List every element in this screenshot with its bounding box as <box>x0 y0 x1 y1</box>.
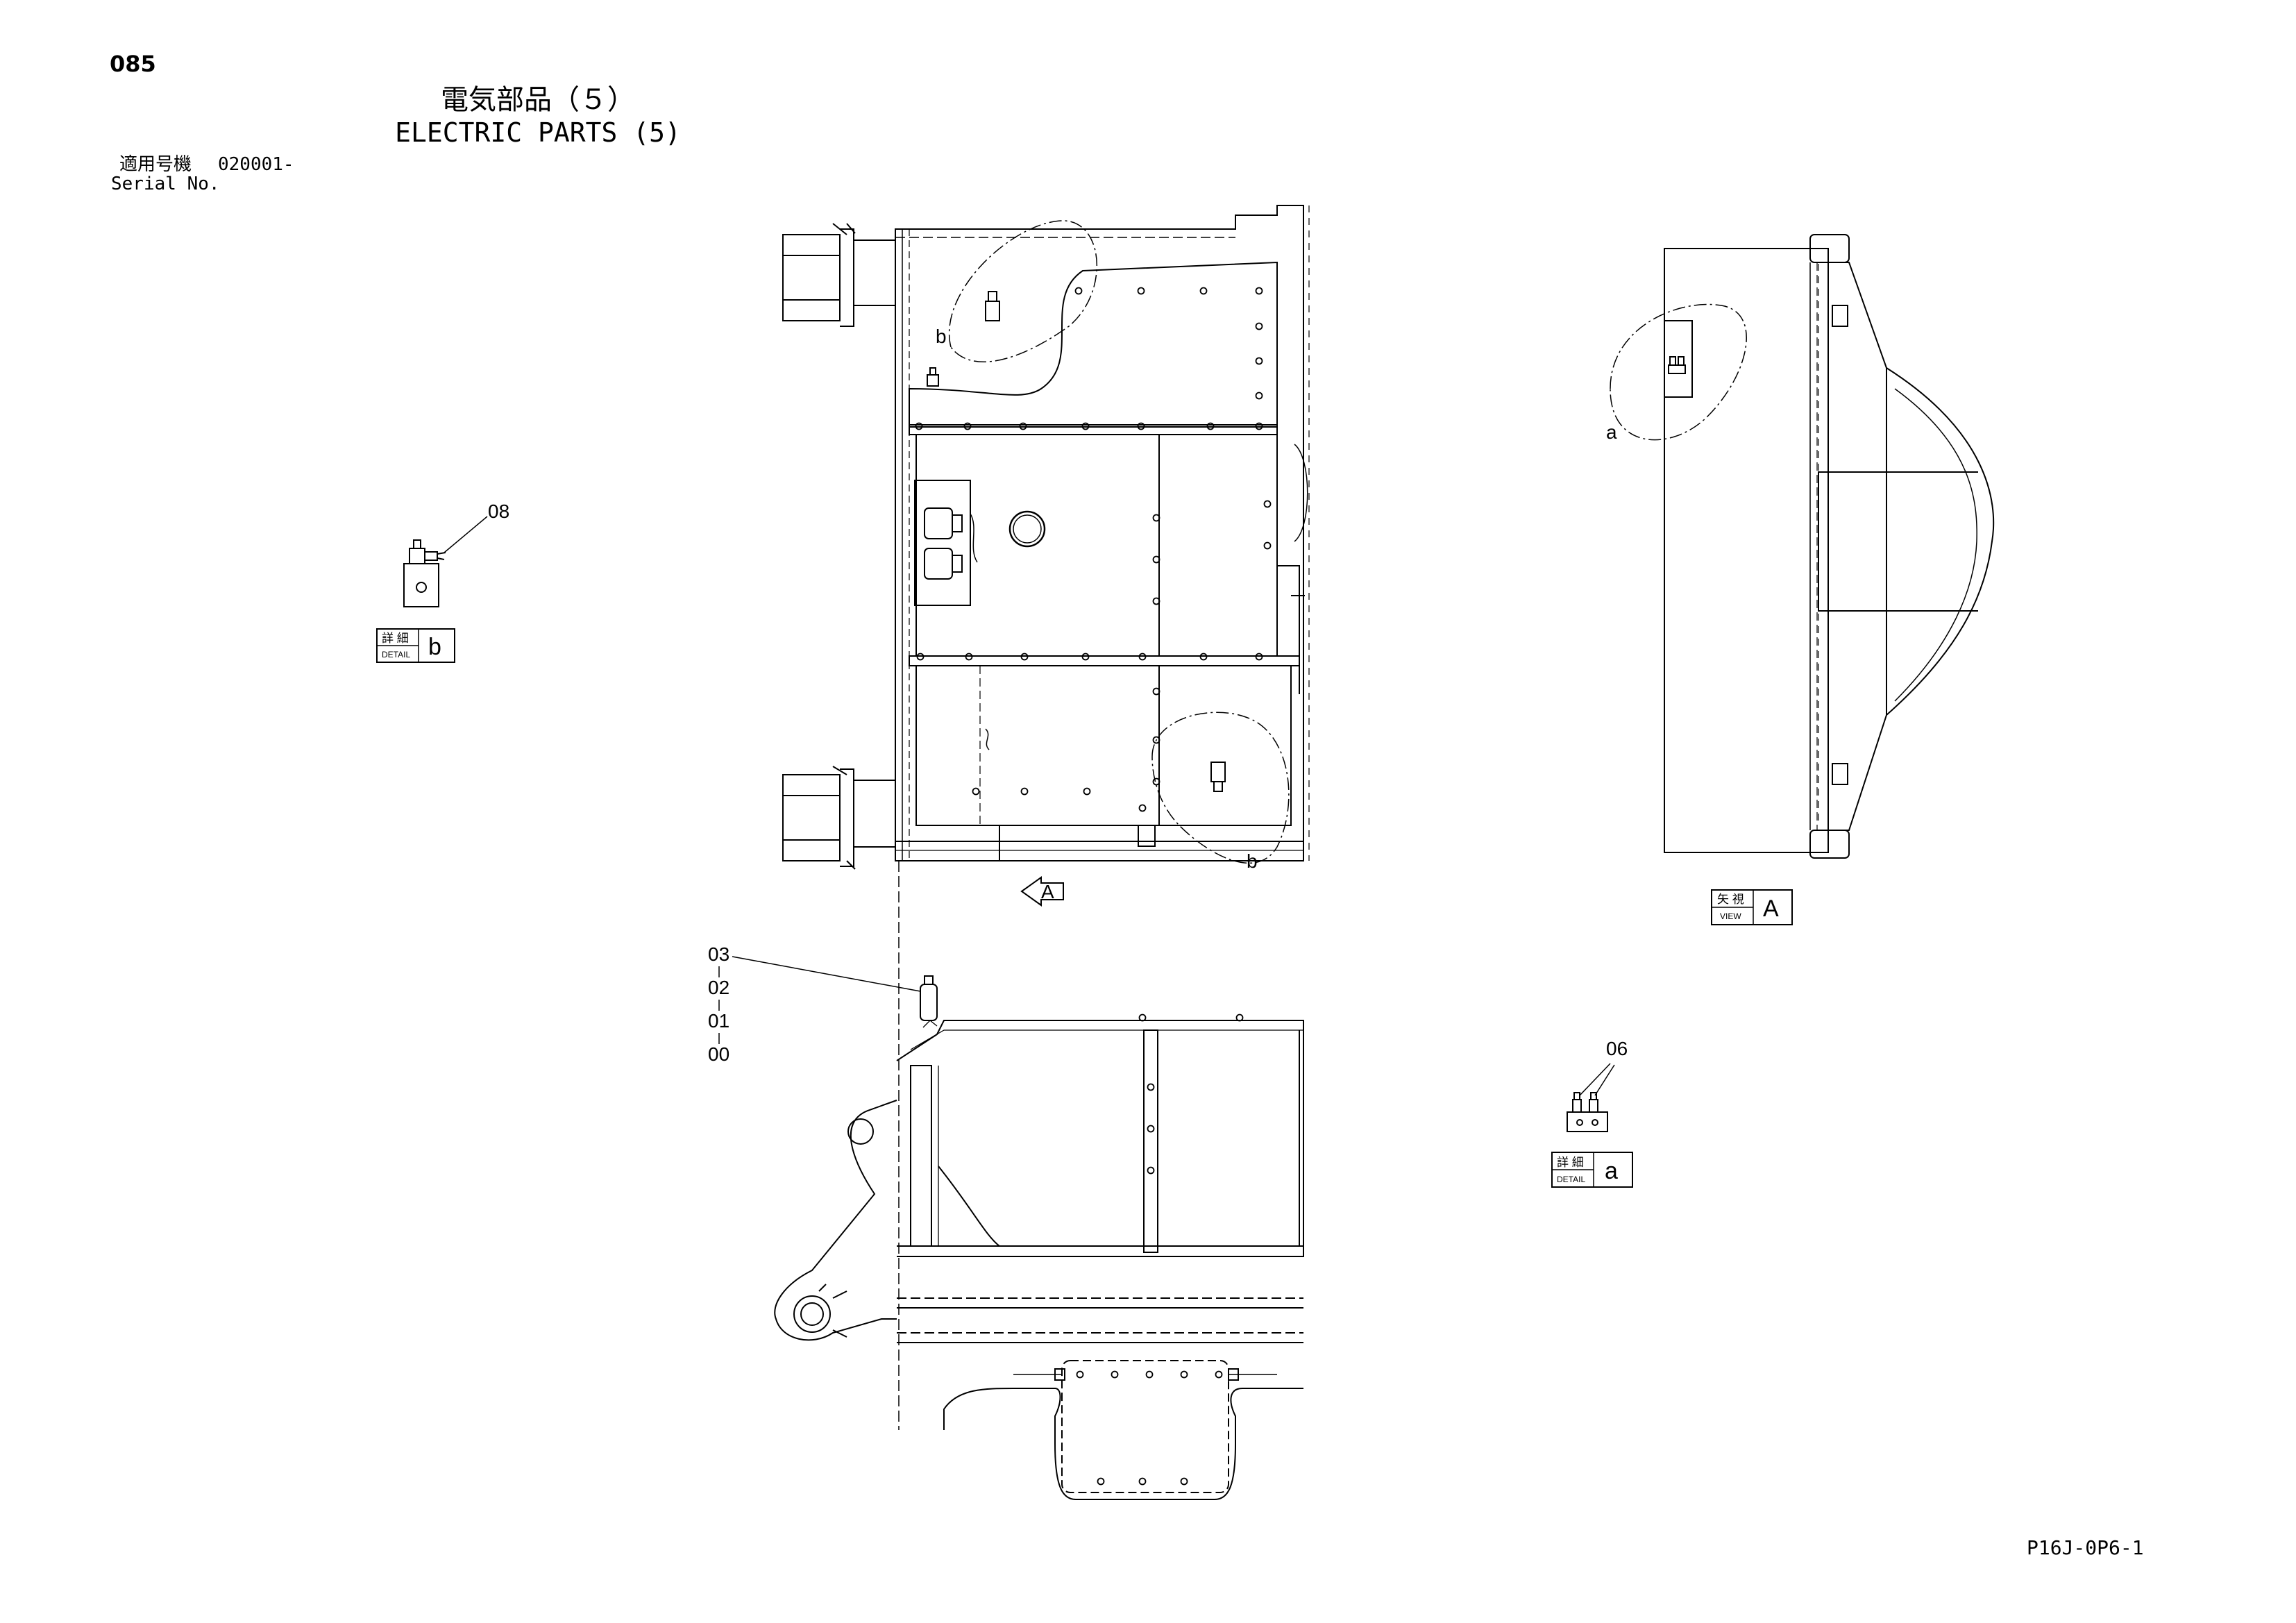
detail-b-switch-body <box>409 548 425 564</box>
main-view-bolts <box>915 287 1272 812</box>
lower-cover <box>1061 1360 1229 1493</box>
view-a-switch-bottom <box>1832 763 1848 785</box>
serial-value: 020001- <box>218 154 294 175</box>
detail-b-tag: 詳 細 DETAIL b <box>376 628 455 663</box>
left-bottom-mounting-pins <box>782 766 896 870</box>
detail-b-tag-jp: 詳 細 <box>382 632 409 645</box>
cross-bar-2 <box>909 655 1300 666</box>
part-number-00: 00 <box>708 1043 729 1065</box>
view-a-tag: 矢 視 VIEW A <box>1711 889 1793 925</box>
part-number-03: 03 <box>708 943 729 965</box>
detail-a-part-number: 06 <box>1606 1038 1628 1059</box>
detail-a-switch-right <box>1589 1099 1598 1113</box>
callout-ellipse-b-top <box>949 220 1097 362</box>
detail-b-bracket <box>403 563 439 607</box>
detail-b-tag-letter: b <box>428 634 441 660</box>
callout-b-bottom-label: b <box>1247 850 1258 872</box>
relay-leader <box>732 956 921 992</box>
view-a-counterweight <box>1886 367 1995 716</box>
switch-top <box>985 301 1000 321</box>
boom-arm <box>774 1100 897 1341</box>
view-a-tag-jp: 矢 視 <box>1717 893 1744 906</box>
serial-label-english: Serial No. <box>111 174 220 194</box>
frame-outline <box>895 205 1304 861</box>
callout-ellipse-b-bottom <box>1151 712 1290 864</box>
top-cover-plate <box>909 261 1278 428</box>
side-view-bolts <box>1076 1014 1244 1486</box>
detail-b-group <box>403 516 488 607</box>
detail-b-part-number: 08 <box>488 501 509 522</box>
view-a-tag-letter: A <box>1763 895 1779 922</box>
middle-right-panel <box>1158 434 1278 657</box>
view-a-drawing <box>1610 234 1995 859</box>
detail-a-tag-jp: 詳 細 <box>1557 1156 1584 1169</box>
lower-left-panel <box>915 665 1160 826</box>
left-top-mounting-pins <box>782 223 896 327</box>
detail-a-tag-letter: a <box>1605 1158 1618 1184</box>
part-number-stack: 03 02 01 00 <box>708 943 729 1065</box>
part-number-02: 02 <box>708 977 729 998</box>
access-hole <box>1008 510 1046 548</box>
view-a-panel <box>1664 248 1829 853</box>
callout-b-top-label: b <box>936 326 947 347</box>
callout-a-label: a <box>1606 421 1617 443</box>
detail-a-switch-left <box>1572 1099 1582 1113</box>
main-side-view <box>732 956 1304 1500</box>
part-number-01: 01 <box>708 1010 729 1032</box>
title-japanese: 電気部品（５） <box>441 84 635 116</box>
callout-ellipse-a <box>1610 303 1747 441</box>
middle-left-panel <box>915 434 1160 657</box>
view-arrow-a: A <box>1020 876 1064 907</box>
relay-side <box>920 984 938 1021</box>
relay-lower <box>924 548 953 580</box>
control-box <box>914 480 971 606</box>
drawing-code: P16J-0P6-1 <box>2027 1536 2144 1559</box>
detail-a-group <box>1567 1063 1615 1132</box>
detail-b-leader <box>444 516 488 553</box>
view-a-switch-top <box>1832 305 1848 327</box>
switch-bottom <box>1210 762 1226 782</box>
view-a-bracket <box>1664 320 1693 398</box>
detail-a-tag: 詳 細 DETAIL a <box>1551 1152 1633 1188</box>
main-plan-view <box>782 205 1310 870</box>
title-english: ELECTRIC PARTS (5) <box>395 117 681 148</box>
view-arrow-a-label: A <box>1041 881 1054 902</box>
detail-a-bracket <box>1567 1111 1608 1132</box>
detail-b-hole <box>416 582 427 593</box>
page-number: 085 <box>110 51 156 77</box>
view-a-tag-en: VIEW <box>1720 911 1741 921</box>
lower-right-panel <box>1158 665 1292 826</box>
detail-a-tag-en: DETAIL <box>1557 1175 1585 1184</box>
serial-label-japanese: 適用号機 <box>119 154 192 175</box>
lower-plate <box>943 1388 1303 1500</box>
detail-b-tag-en: DETAIL <box>382 650 410 659</box>
relay-upper <box>924 507 953 539</box>
